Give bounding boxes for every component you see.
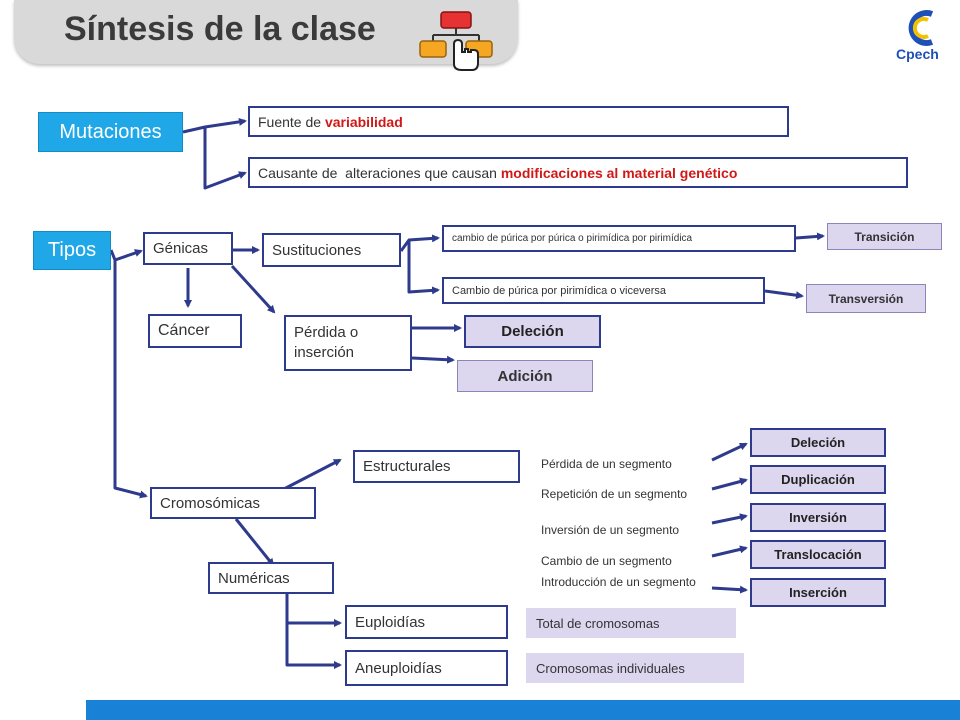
estructural-result-3-label: Inversión <box>789 510 847 525</box>
estructural-result-3: Inversión <box>750 503 886 532</box>
sust-pirimidica-label: Cambio de púrica por pirimídica o viceve… <box>452 284 666 297</box>
numericas-label: Numéricas <box>218 569 290 587</box>
genicas-label: Génicas <box>153 240 209 257</box>
aneuploidias-desc-label: Cromosomas individuales <box>536 660 685 676</box>
title-banner: Síntesis de la clase <box>14 0 518 71</box>
aneuploidias-box: Aneuploidías <box>345 650 508 686</box>
transversion-label: Transversión <box>828 291 904 306</box>
transversion-box: Transversión <box>806 284 926 313</box>
estructural-result-1: Deleción <box>750 428 886 457</box>
logo-mark <box>908 10 934 46</box>
sust-purica-label: cambio de púrica por púrica o pirimídica… <box>452 233 693 244</box>
fuente-box: Fuente de variabilidad <box>248 106 789 137</box>
cromosomicas-label: Cromosómicas <box>160 494 261 512</box>
cromosomicas-box: Cromosómicas <box>150 487 316 519</box>
estructural-result-2: Duplicación <box>750 465 886 494</box>
tipos-label: Tipos <box>47 239 97 261</box>
causante-box: Causante de alteraciones que causan modi… <box>248 157 908 188</box>
estructurales-label: Estructurales <box>363 458 451 475</box>
cpech-logo: Cpech <box>892 6 954 68</box>
estructural-result-5-label: Inserción <box>789 585 847 600</box>
adicion-label: Adición <box>497 367 553 385</box>
estructural-result-1-label: Deleción <box>790 435 846 450</box>
sust-purica-box: cambio de púrica por púrica o pirimídica… <box>442 225 796 252</box>
euploidias-box: Euploidías <box>345 605 508 639</box>
flowchart-click-icon <box>419 11 493 71</box>
mutaciones-box: Mutaciones <box>38 112 183 152</box>
estructural-desc-1: Pérdida de un segmento <box>541 457 672 471</box>
estructural-result-5: Inserción <box>750 578 886 607</box>
genicas-box: Génicas <box>143 232 233 265</box>
sustituciones-label: Sustituciones <box>272 241 362 259</box>
estructural-desc-4: Cambio de un segmento <box>541 554 672 568</box>
estructural-result-4: Translocación <box>750 540 886 569</box>
sust-pirimidica-box: Cambio de púrica por pirimídica o viceve… <box>442 277 765 304</box>
delecion-box: Deleción <box>464 315 601 348</box>
aneuploidias-desc: Cromosomas individuales <box>526 653 744 683</box>
perdida-line1: Pérdida o <box>294 324 359 341</box>
fuente-highlight: variabilidad <box>324 113 403 130</box>
cancer-label: Cáncer <box>158 322 210 339</box>
tipos-box: Tipos <box>33 231 111 270</box>
euploidias-desc: Total de cromosomas <box>526 608 736 638</box>
sustituciones-box: Sustituciones <box>262 233 401 267</box>
perdida-box: Pérdida o inserción <box>284 315 412 371</box>
aneuploidias-label: Aneuploidías <box>355 659 442 677</box>
cancer-box: Cáncer <box>148 314 242 348</box>
fuente-prefix: Fuente de <box>258 113 325 130</box>
delecion-label: Deleción <box>501 323 564 340</box>
mutaciones-label: Mutaciones <box>59 120 162 143</box>
estructural-desc-2: Repetición de un segmento <box>541 487 688 501</box>
causante-highlight: modificaciones al material genético <box>500 164 738 181</box>
adicion-box: Adición <box>457 360 593 392</box>
transicion-label: Transición <box>854 229 915 244</box>
euploidias-desc-label: Total de cromosomas <box>536 615 660 631</box>
numericas-box: Numéricas <box>208 562 334 594</box>
estructural-result-4-label: Translocación <box>774 547 862 562</box>
estructurales-box: Estructurales <box>353 450 520 483</box>
page-title: Síntesis de la clase <box>64 10 376 48</box>
perdida-line2: inserción <box>294 344 355 361</box>
estructural-result-2-label: Duplicación <box>781 472 855 487</box>
estructural-desc-5: Introducción de un segmento <box>541 575 696 589</box>
logo-text: Cpech <box>896 46 939 62</box>
transicion-box: Transición <box>827 223 942 250</box>
estructural-desc-3: Inversión de un segmento <box>541 523 680 537</box>
euploidias-label: Euploidías <box>355 613 426 631</box>
causante-prefix: Causante de alteraciones que causan <box>258 164 501 181</box>
footer-bar <box>86 700 960 720</box>
